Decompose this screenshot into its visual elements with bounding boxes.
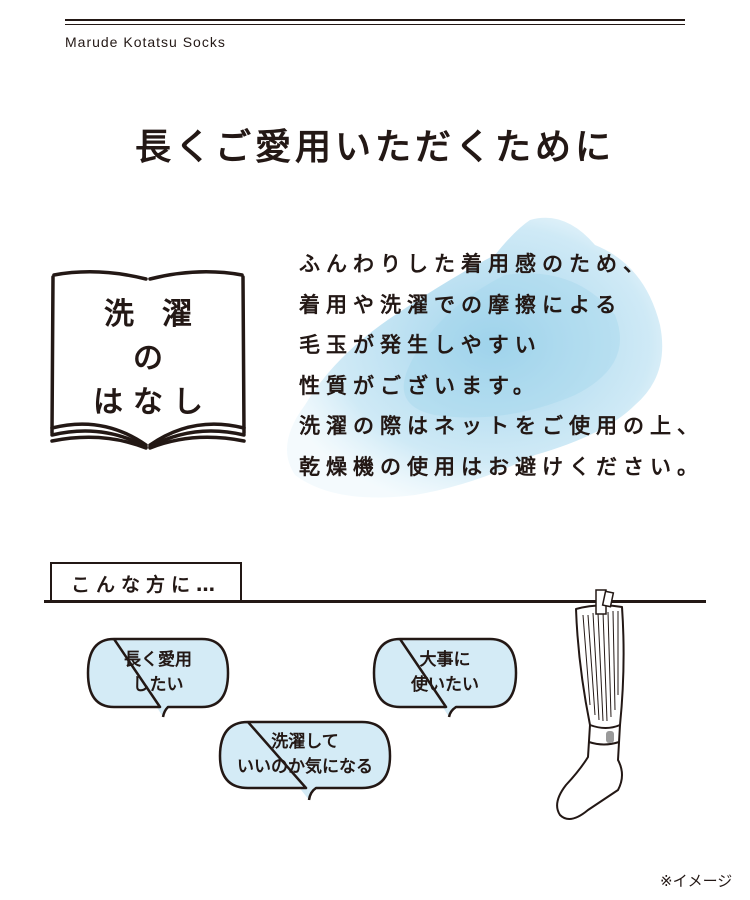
brand-name: Marude Kotatsu Socks	[65, 34, 226, 50]
care-line: 洗濯の際はネットをご使用の上、	[299, 414, 704, 438]
open-book-icon	[50, 270, 246, 450]
speech-bubble-text: 長く愛用 したい	[124, 650, 192, 695]
section-tag-box	[50, 562, 242, 602]
section-tag-label: こんな方に…	[70, 574, 221, 596]
care-line: 性質がございます。	[299, 373, 540, 398]
care-description: ふんわりした着用感のため、 着用や洗濯での摩擦による 毛玉が発生しやすい 性質が…	[299, 244, 704, 487]
hanging-sock-icon	[556, 589, 625, 820]
header-rule-top	[65, 19, 685, 21]
book-label-line1: 洗濯	[104, 297, 220, 332]
book-label-line3: はなし	[93, 385, 213, 420]
watercolor-background	[287, 217, 663, 498]
care-line: 着用や洗濯での摩擦による	[299, 292, 623, 317]
clothesline	[44, 600, 706, 603]
care-line: ふんわりした着用感のため、	[299, 252, 650, 276]
page-title: 長くご愛用いただくために	[134, 127, 615, 168]
care-line: 乾燥機の使用はお避けください。	[299, 454, 704, 479]
speech-bubble	[218, 720, 392, 801]
book-label-line2: の	[133, 341, 163, 376]
header-rule-bottom	[65, 24, 685, 25]
speech-bubble-text: 大事に 使いたい	[411, 650, 479, 695]
speech-bubble	[372, 637, 518, 718]
speech-bubble	[86, 637, 230, 718]
image-note: ※イメージ	[660, 872, 733, 890]
speech-bubble-text: 洗濯して いいのか気になる	[237, 732, 373, 777]
care-line: 毛玉が発生しやすい	[299, 333, 542, 357]
book-label: 洗濯 の はなし	[68, 293, 228, 425]
